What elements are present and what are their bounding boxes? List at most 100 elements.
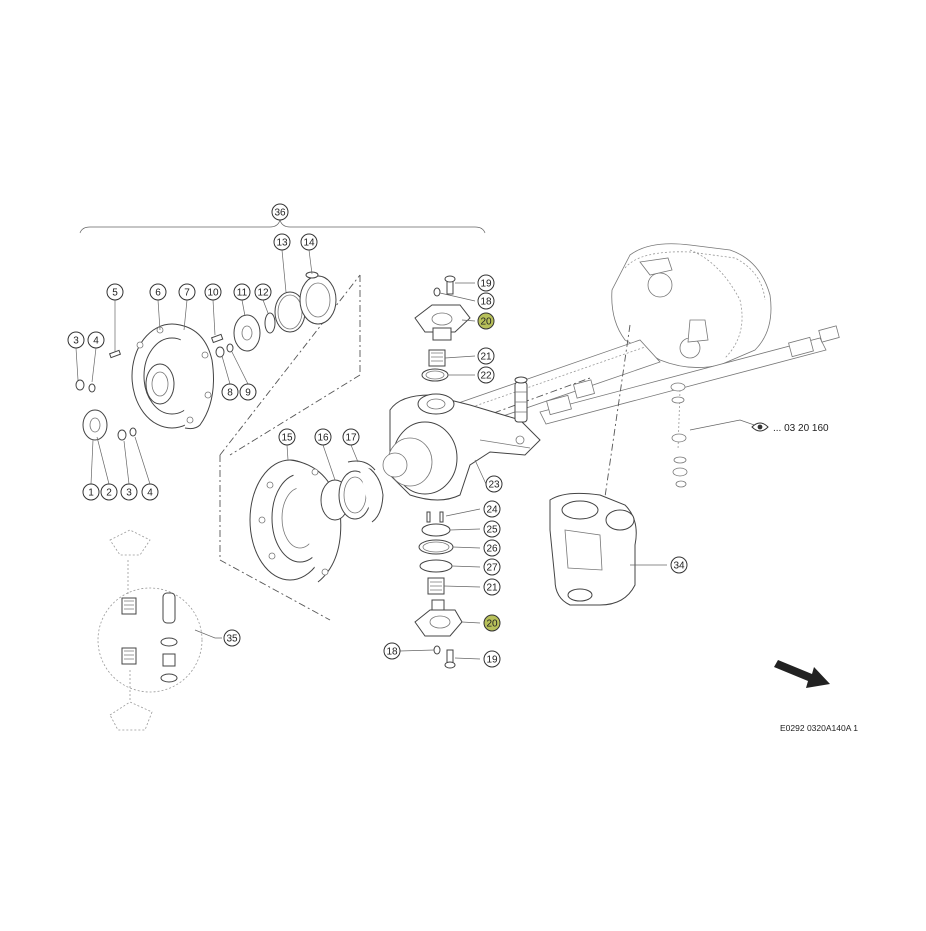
callout-35[interactable]: 35 <box>223 629 241 647</box>
callout-circle <box>120 483 138 501</box>
callout-label: 4 <box>147 488 153 499</box>
callout-21[interactable]: 21 <box>477 347 495 365</box>
callout-label: 14 <box>303 238 315 249</box>
callout-circle <box>100 483 118 501</box>
drawing-code: E0292 0320A140A 1 <box>780 723 858 733</box>
callout-label: 27 <box>486 563 498 574</box>
callout-circle <box>477 366 495 384</box>
callout-18[interactable]: 18 <box>477 292 495 310</box>
callout-25[interactable]: 25 <box>483 520 501 538</box>
callout-circle <box>383 642 401 660</box>
callout-circle <box>483 558 501 576</box>
callout-label: 26 <box>486 544 498 555</box>
callout-label: 18 <box>386 647 398 658</box>
callout-4[interactable]: 4 <box>141 483 159 501</box>
callout-23[interactable]: 23 <box>485 475 503 493</box>
callout-label: 11 <box>237 288 248 299</box>
callout-label: 23 <box>488 480 500 491</box>
group-bracket-36 <box>79 218 486 234</box>
callout-circle <box>273 233 291 251</box>
callout-17[interactable]: 17 <box>342 428 360 446</box>
callout-label: 3 <box>73 336 79 347</box>
callout-5[interactable]: 5 <box>106 283 124 301</box>
callout-circle <box>239 383 257 401</box>
callout-circle <box>314 428 332 446</box>
assembly-frame <box>219 274 361 621</box>
callout-circle <box>477 347 495 365</box>
callout-34[interactable]: 34 <box>670 556 688 574</box>
callout-26[interactable]: 26 <box>483 539 501 557</box>
bearing-rings <box>320 460 384 523</box>
callout-circle <box>82 483 100 501</box>
small-fasteners-left <box>75 333 234 441</box>
callout-label: 9 <box>245 388 251 399</box>
callout-label: 20 <box>486 619 498 630</box>
callout-1[interactable]: 1 <box>82 483 100 501</box>
upper-king-pin-stack <box>414 275 471 382</box>
callout-19[interactable]: 19 <box>483 650 501 668</box>
sun-gear-plate <box>233 314 261 352</box>
propeller-shaft <box>539 325 840 488</box>
callout-circle <box>670 556 688 574</box>
callout-label: 1 <box>88 488 94 499</box>
callout-label: 15 <box>281 433 293 444</box>
callout-7[interactable]: 7 <box>178 283 196 301</box>
callout-label: 5 <box>112 288 118 299</box>
callout-circle <box>278 428 296 446</box>
callout-36[interactable]: 36 <box>271 203 289 221</box>
cross-reference-text: ... 03 20 160 <box>773 423 829 434</box>
callout-19[interactable]: 19 <box>477 274 495 292</box>
callout-22[interactable]: 22 <box>477 366 495 384</box>
callout-21[interactable]: 21 <box>483 578 501 596</box>
callout-11[interactable]: 11 <box>233 283 251 301</box>
callout-13[interactable]: 13 <box>273 233 291 251</box>
callout-circle <box>204 283 222 301</box>
cross-reference: ... 03 20 160 <box>751 422 829 434</box>
callout-circle <box>477 292 495 310</box>
callout-label: 24 <box>486 505 498 516</box>
callout-3[interactable]: 3 <box>120 483 138 501</box>
callout-18[interactable]: 18 <box>383 642 401 660</box>
callout-label: 7 <box>184 288 190 299</box>
callout-label: 2 <box>106 488 112 499</box>
callout-label: 8 <box>227 388 233 399</box>
callout-24[interactable]: 24 <box>483 500 501 518</box>
callout-14[interactable]: 14 <box>300 233 318 251</box>
callout-4[interactable]: 4 <box>87 331 105 349</box>
callout-circle <box>221 383 239 401</box>
callout-3[interactable]: 3 <box>67 331 85 349</box>
callout-circle <box>483 650 501 668</box>
callout-16[interactable]: 16 <box>314 428 332 446</box>
callout-label: 25 <box>486 525 498 536</box>
callout-6[interactable]: 6 <box>149 283 167 301</box>
callout-circle <box>483 539 501 557</box>
callout-label: 20 <box>480 317 492 328</box>
callout-20[interactable]: 20 <box>477 312 495 330</box>
repair-kit <box>97 529 222 731</box>
callout-10[interactable]: 10 <box>204 283 222 301</box>
planetary-carrier <box>131 323 214 430</box>
callout-8[interactable]: 8 <box>221 383 239 401</box>
callout-15[interactable]: 15 <box>278 428 296 446</box>
callout-label: 34 <box>673 561 685 572</box>
callout-9[interactable]: 9 <box>239 383 257 401</box>
callout-label: 17 <box>345 433 357 444</box>
callout-label: 21 <box>486 583 498 594</box>
callout-circle <box>271 203 289 221</box>
callout-circle <box>87 331 105 349</box>
callout-20[interactable]: 20 <box>483 614 501 632</box>
callout-label: 12 <box>257 288 269 299</box>
callout-12[interactable]: 12 <box>254 283 272 301</box>
callout-label: 4 <box>93 336 99 347</box>
callout-label: 36 <box>274 208 286 219</box>
callout-label: 10 <box>207 288 219 299</box>
callout-circle <box>477 274 495 292</box>
callout-2[interactable]: 2 <box>100 483 118 501</box>
swivel-housing <box>549 492 637 606</box>
callout-circle <box>483 520 501 538</box>
callout-circle <box>149 283 167 301</box>
callout-27[interactable]: 27 <box>483 558 501 576</box>
callout-label: 22 <box>480 371 492 382</box>
